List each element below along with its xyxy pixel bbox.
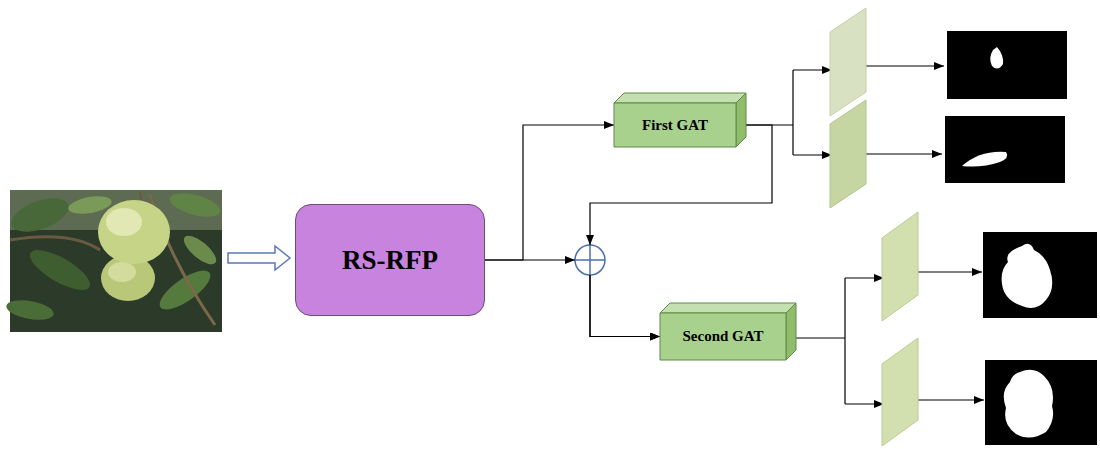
connector-segment [590,275,660,337]
block-face [614,103,736,147]
node-label: Second GAT [683,328,764,345]
block-face [660,313,786,360]
mask-image [983,232,1097,318]
connector-segment [485,259,575,260]
connector-segment [485,125,614,260]
gat-block: Second GAT [660,303,796,360]
feature-map [830,100,866,208]
block-face [660,303,796,313]
apple-photo [5,189,223,332]
block-face [736,93,746,147]
feature-map [882,212,918,321]
backbone-box: RS-RFP [295,204,485,316]
node-label: RS-RFP [342,245,438,276]
gat-block: First GAT [614,93,746,147]
connector [485,260,660,337]
connector-segment [590,275,660,337]
connector [485,125,614,260]
mask-image [945,116,1065,183]
input-arrow [228,246,290,270]
mask-image [947,31,1067,99]
mask-image [985,360,1097,445]
node-label: First GAT [642,117,708,134]
feature-map [830,8,866,116]
block-face [786,303,796,360]
block-face [614,93,746,103]
feature-map [882,338,918,446]
sum-symbol [575,245,605,275]
